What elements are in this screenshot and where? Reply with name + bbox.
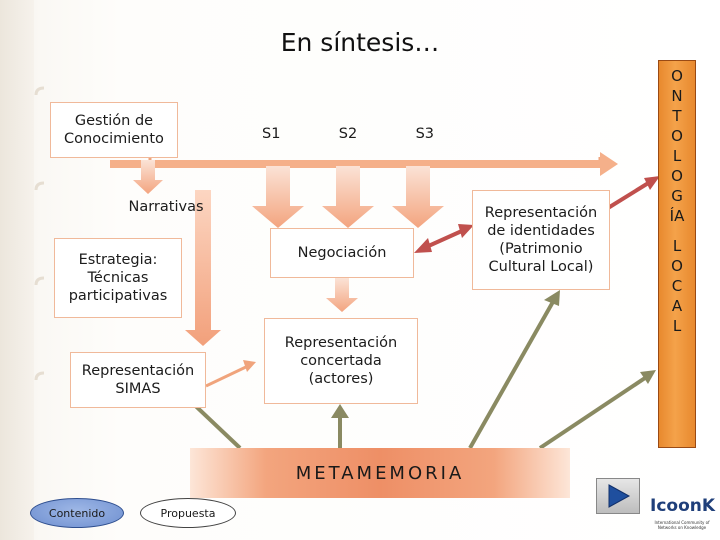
page-title: En síntesis… — [280, 28, 440, 57]
ontologia-letter: O — [671, 167, 683, 185]
arrow-down-gestion — [133, 160, 163, 194]
ontologia-letter: O — [671, 127, 683, 145]
ontologia-letter: O — [671, 257, 683, 275]
ontologia-letter: O — [671, 67, 683, 85]
logo-text: IcoonK — [650, 496, 716, 516]
ontologia-letter: L — [672, 147, 682, 165]
ontologia-letter: ÍA — [669, 207, 685, 225]
horizontal-bar — [110, 160, 600, 168]
logo-subtitle: International Community of Networks on K… — [654, 520, 710, 530]
next-button[interactable] — [596, 478, 640, 514]
hook-decor — [34, 181, 45, 191]
metamemoria-label: METAMEMORIA — [295, 462, 465, 484]
arrow-down-s3 — [392, 166, 444, 228]
feedback-arrowhead-identidades — [544, 290, 560, 306]
node-estrategia: Estrategia: Técnicas participativas — [54, 238, 182, 318]
arrow-down-s1 — [252, 166, 304, 228]
double-arrow-head-left — [414, 238, 432, 253]
ontologia-letter: L — [672, 317, 682, 335]
bar-arrowhead — [600, 152, 618, 176]
node-gestion-conocimiento: Gestión de Conocimiento — [50, 102, 178, 158]
node-representacion-concertada: Representación concertada (actores) — [264, 318, 418, 404]
ontologia-letter: C — [671, 277, 683, 295]
stage-s2: S2 — [338, 125, 358, 142]
arrow-down-s2 — [322, 166, 374, 228]
contenido-button-label: Contenido — [48, 506, 106, 520]
double-arrow-line — [423, 228, 465, 250]
ontologia-letter: A — [671, 297, 683, 315]
left-decorative-band — [0, 0, 34, 540]
feedback-arrow-identidades — [468, 299, 556, 449]
node-narrativas: Narrativas — [128, 199, 204, 215]
arrow-down-narrativas — [185, 190, 221, 346]
stage-s1: S1 — [262, 125, 281, 142]
arrow-to-ontologia-head — [644, 176, 660, 190]
double-arrow-head-right — [458, 224, 474, 238]
hook-decor — [34, 276, 45, 286]
node-negociacion: Negociación — [270, 228, 414, 278]
stages-row: S1 S2 S3 — [252, 112, 444, 156]
icoonk-logo: IcoonK International Community of Networ… — [650, 496, 716, 536]
ontologia-letter: N — [671, 87, 683, 105]
ontologia-letter: L — [672, 237, 682, 255]
feedback-arrowhead-ontologia — [640, 370, 656, 384]
metamemoria-bar: METAMEMORIA — [190, 448, 570, 498]
feedback-arrowhead-concertada — [331, 404, 349, 418]
hook-decor — [34, 371, 45, 381]
arrow-down-negociacion — [326, 278, 358, 312]
play-icon — [608, 484, 631, 508]
ontologia-letter: G — [671, 187, 683, 205]
contenido-button[interactable]: Contenido — [30, 498, 124, 528]
propuesta-button-label: Propuesta — [160, 506, 216, 520]
node-representacion-simas: Representación SIMAS — [70, 352, 206, 408]
arrow-simas-concertada — [205, 364, 249, 388]
stage-s3: S3 — [415, 125, 434, 142]
ontologia-letter: T — [672, 107, 682, 125]
propuesta-button[interactable]: Propuesta — [140, 498, 236, 528]
ontologia-letter — [658, 226, 696, 236]
ontologia-local-bar — [658, 60, 696, 448]
arrow-simas-concertada-head — [243, 360, 256, 372]
node-representacion-identidades: Representación de identidades (Patrimoni… — [472, 190, 610, 290]
arrow-to-ontologia — [606, 180, 652, 210]
hook-decor — [34, 86, 45, 96]
feedback-arrow-ontologia — [538, 374, 650, 450]
